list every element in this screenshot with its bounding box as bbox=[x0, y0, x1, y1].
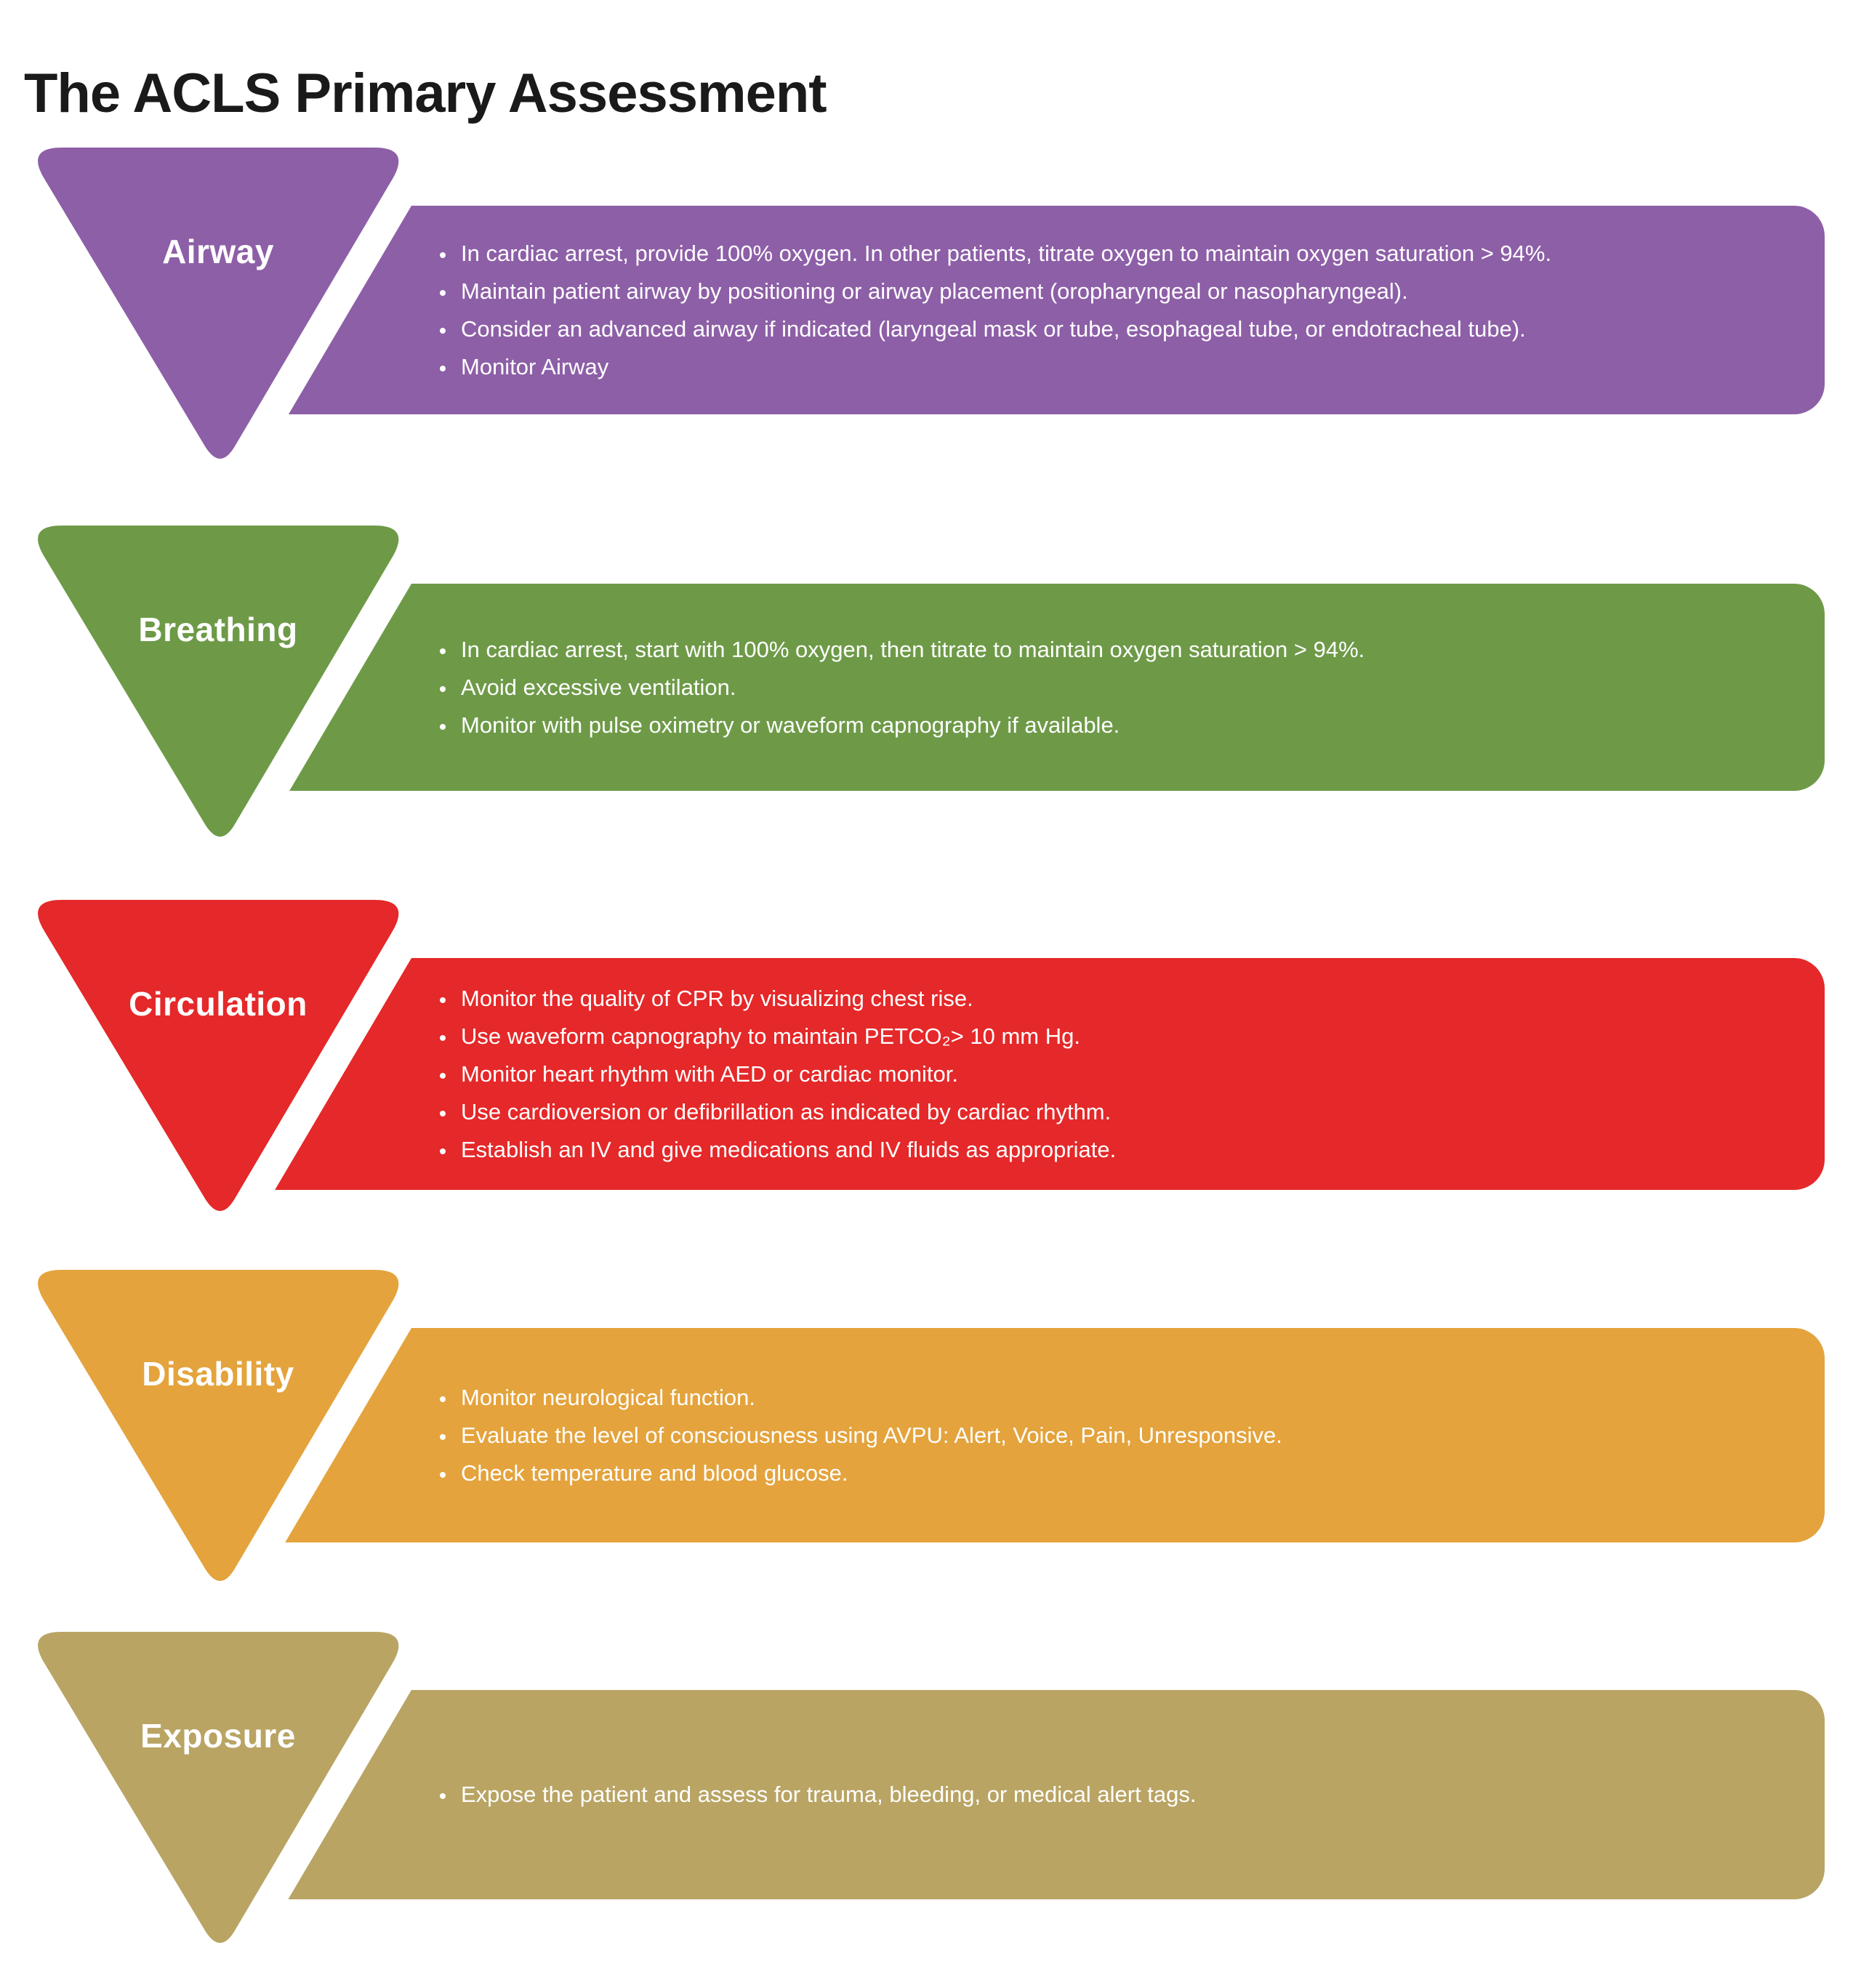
triangle-marker bbox=[27, 137, 410, 470]
bullet-item: Establish an IV and give medications and… bbox=[457, 1131, 1116, 1169]
section-disability: Monitor neurological function.Evaluate t… bbox=[0, 1259, 1861, 1626]
section-exposure: Expose the patient and assess for trauma… bbox=[0, 1621, 1861, 1988]
section-bar: Monitor neurological function.Evaluate t… bbox=[262, 1328, 1825, 1542]
triangle-marker bbox=[27, 889, 410, 1222]
section-airway: In cardiac arrest, provide 100% oxygen. … bbox=[0, 137, 1861, 504]
bullet-item: Maintain patient airway by positioning o… bbox=[457, 273, 1551, 310]
bullet-item: Monitor the quality of CPR by visualizin… bbox=[457, 980, 1116, 1018]
section-breathing: In cardiac arrest, start with 100% oxyge… bbox=[0, 515, 1861, 882]
section-label: Disability bbox=[142, 1355, 294, 1393]
bullet-item: Check temperature and blood glucose. bbox=[457, 1454, 1282, 1492]
bullet-list: Monitor the quality of CPR by visualizin… bbox=[262, 980, 1159, 1169]
section-label: Airway bbox=[162, 233, 274, 270]
triangle-marker bbox=[27, 515, 410, 848]
section-label: Breathing bbox=[138, 611, 298, 648]
bullet-item: Expose the patient and assess for trauma… bbox=[457, 1776, 1197, 1814]
bullet-item: Monitor with pulse oximetry or waveform … bbox=[457, 707, 1364, 744]
section-bar: Monitor the quality of CPR by visualizin… bbox=[262, 958, 1825, 1190]
bullet-item: Use cardioversion or defibrillation as i… bbox=[457, 1093, 1116, 1131]
section-circulation: Monitor the quality of CPR by visualizin… bbox=[0, 889, 1861, 1256]
bullet-item: Avoid excessive ventilation. bbox=[457, 669, 1364, 707]
section-label: Circulation bbox=[129, 985, 308, 1023]
bullet-item: In cardiac arrest, start with 100% oxyge… bbox=[457, 631, 1364, 669]
bullet-item: Evaluate the level of consciousness usin… bbox=[457, 1417, 1282, 1454]
triangle-marker bbox=[27, 1621, 410, 1954]
bullet-list: Monitor neurological function.Evaluate t… bbox=[262, 1379, 1326, 1492]
bullet-item: Monitor heart rhythm with AED or cardiac… bbox=[457, 1055, 1116, 1093]
section-bar: Expose the patient and assess for trauma… bbox=[262, 1690, 1825, 1899]
bullet-list: In cardiac arrest, start with 100% oxyge… bbox=[262, 631, 1408, 744]
section-label: Exposure bbox=[140, 1717, 296, 1755]
section-bar: In cardiac arrest, provide 100% oxygen. … bbox=[262, 206, 1825, 414]
bullet-item: In cardiac arrest, provide 100% oxygen. … bbox=[457, 235, 1551, 273]
page-title: The ACLS Primary Assessment bbox=[24, 62, 827, 124]
bullet-list: Expose the patient and assess for trauma… bbox=[262, 1776, 1240, 1814]
triangle-marker bbox=[27, 1259, 410, 1592]
bullet-list: In cardiac arrest, provide 100% oxygen. … bbox=[262, 235, 1595, 386]
bullet-item: Monitor Airway bbox=[457, 348, 1551, 386]
bullet-item: Use waveform capnography to maintain PET… bbox=[457, 1018, 1116, 1055]
bullet-item: Monitor neurological function. bbox=[457, 1379, 1282, 1417]
bullet-item: Consider an advanced airway if indicated… bbox=[457, 310, 1551, 348]
section-bar: In cardiac arrest, start with 100% oxyge… bbox=[262, 584, 1825, 791]
